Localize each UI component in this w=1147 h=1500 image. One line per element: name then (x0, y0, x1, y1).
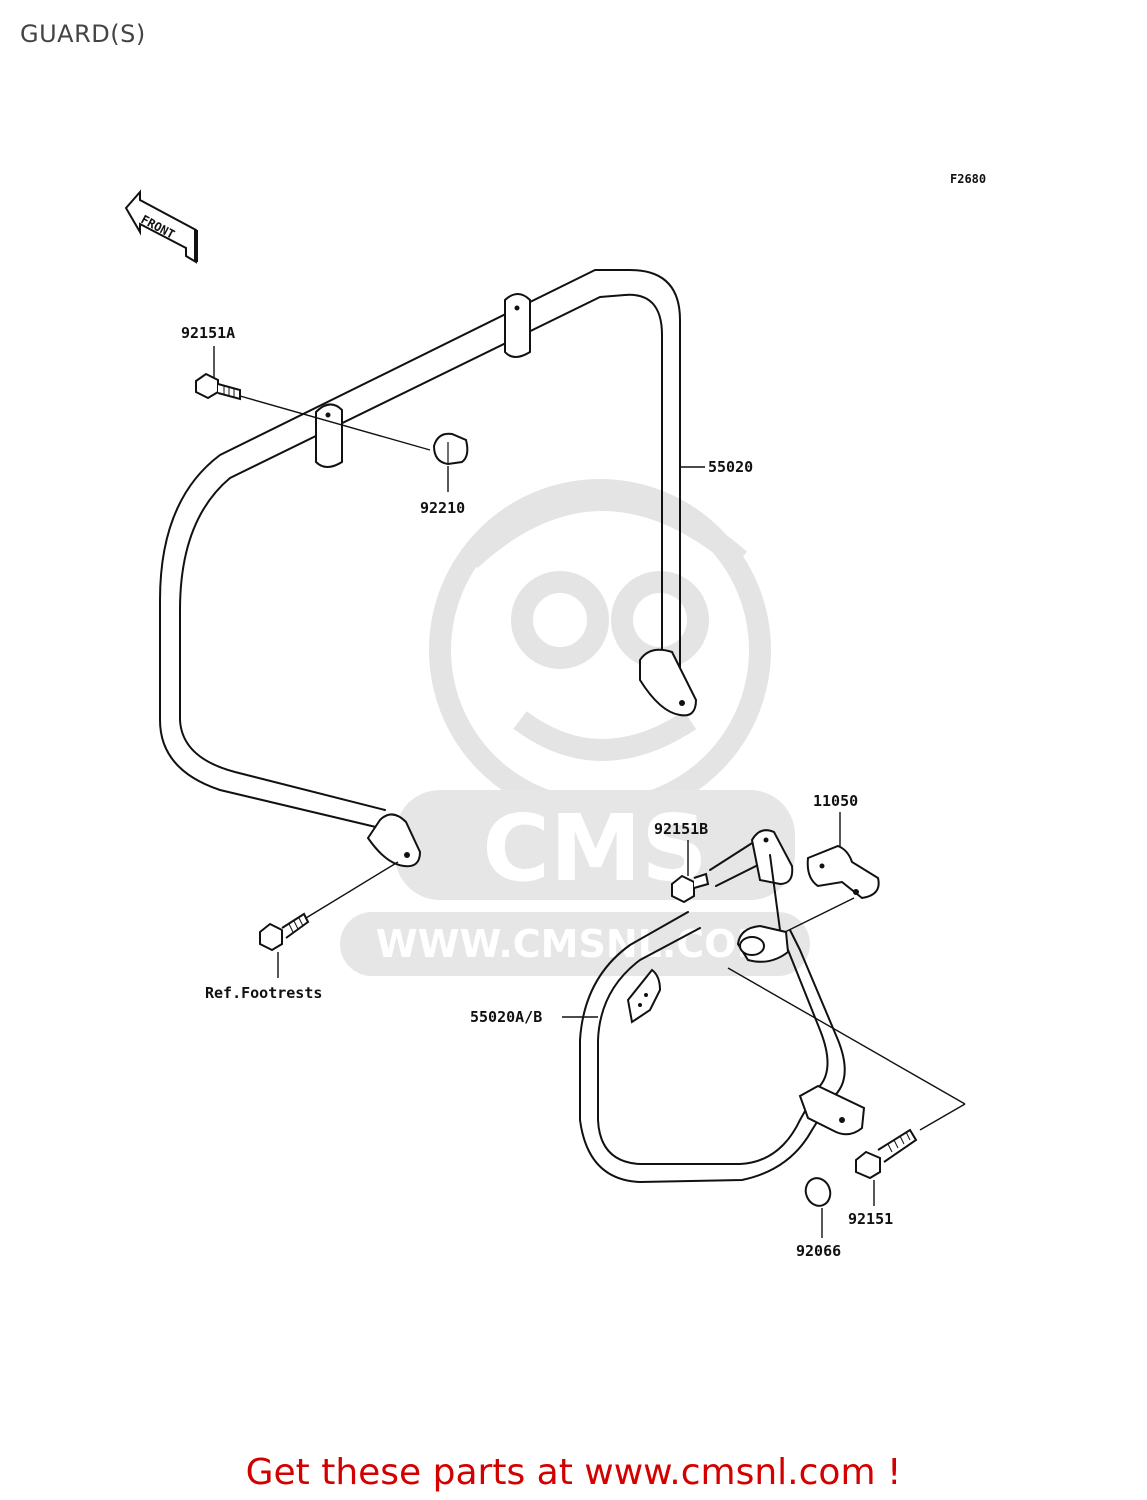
footer-link[interactable]: Get these parts at www.cmsnl.com ! (245, 1452, 902, 1493)
watermark: CMS WWW.CMSNL.COM (340, 479, 810, 976)
leader-bolt-to-nut (239, 395, 431, 451)
part-92151A: 92151A (181, 324, 235, 342)
guard-55020AB (579, 829, 866, 1183)
part-11050: 11050 (813, 792, 858, 810)
guard-55020 (159, 269, 698, 868)
nut-92210-icon (432, 432, 469, 466)
watermark-brand: CMS (482, 795, 707, 902)
bracket-11050-icon (806, 844, 880, 900)
part-55020: 55020 (708, 458, 753, 476)
bolt-92151-icon (855, 1128, 918, 1180)
watermark-url: WWW.CMSNL.COM (376, 922, 775, 966)
part-92151B: 92151B (654, 820, 708, 838)
bolt-ref-footrests-icon (259, 912, 310, 952)
leader-bracket-to-guard (784, 897, 855, 933)
watermark-brand-plate (395, 790, 795, 900)
front-arrow-icon: FRONT (124, 189, 198, 264)
bolt-92151A-icon (195, 372, 241, 401)
part-ref-footrests: Ref.Footrests (205, 984, 322, 1002)
part-55020AB: 55020A/B (470, 1008, 542, 1026)
figure-code: F2680 (950, 172, 986, 186)
part-92066: 92066 (796, 1242, 841, 1260)
leader-ref-to-plate (305, 861, 399, 919)
leader-collar-to-92151 (727, 967, 966, 1105)
part-92210: 92210 (420, 499, 465, 517)
cap-92066-icon (804, 1177, 832, 1207)
watermark-url-plate (340, 912, 810, 976)
part-92151: 92151 (848, 1210, 893, 1228)
watermark-mascot-icon (429, 479, 771, 821)
bolt-92151B-icon (671, 872, 710, 904)
page-title: GUARD(S) (20, 20, 146, 48)
leader-plate-to-92151 (919, 1103, 966, 1131)
